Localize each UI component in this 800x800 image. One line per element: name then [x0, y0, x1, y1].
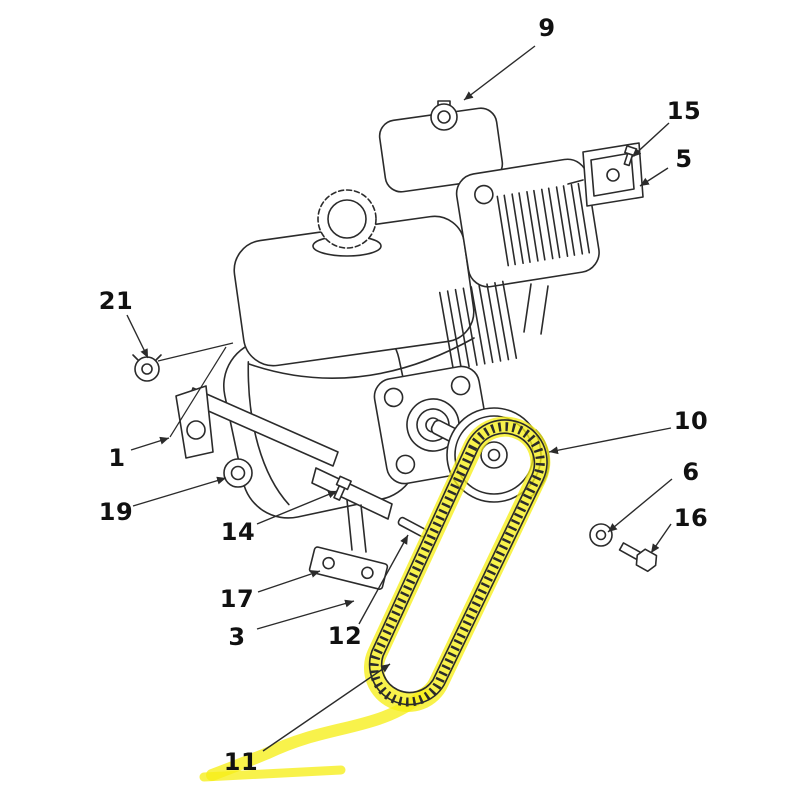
washer-19 [223, 458, 253, 488]
part-label-14: 14 [220, 518, 256, 546]
engine-assembly [132, 100, 658, 590]
part-label-3: 3 [228, 623, 246, 651]
leader-17 [257, 570, 321, 593]
part-label-10: 10 [673, 407, 709, 435]
fuel-cap [312, 189, 382, 257]
part-label-19: 19 [98, 498, 134, 526]
leader-19 [132, 476, 227, 507]
leader-21 [126, 314, 149, 359]
part-label-11: 11 [223, 748, 259, 776]
engine-frame [175, 385, 393, 553]
leader-6 [607, 478, 673, 533]
part-label-1: 1 [108, 444, 126, 472]
leader-5 [639, 167, 669, 187]
leader-12 [358, 534, 409, 625]
muffler [455, 158, 600, 288]
part-21 [132, 354, 162, 382]
leader-1 [130, 436, 170, 451]
part-label-9: 9 [538, 14, 556, 42]
upper-tank-cap [430, 100, 458, 131]
leader-lines [126, 45, 673, 752]
drive-belt [368, 419, 548, 707]
cylinder-fins [438, 280, 518, 371]
part-label-15: 15 [666, 97, 702, 125]
mount-plate-17 [308, 546, 389, 590]
leader-15 [631, 122, 670, 158]
leader-3 [256, 599, 355, 630]
part-label-16: 16 [673, 504, 709, 532]
context-lines [157, 342, 234, 438]
part-label-5: 5 [675, 145, 693, 173]
screw-16 [618, 542, 658, 573]
muffler-pipes [523, 283, 549, 335]
leader-16 [650, 523, 672, 554]
part-label-17: 17 [219, 585, 255, 613]
part-label-6: 6 [682, 458, 700, 486]
leader-10 [548, 427, 672, 455]
leader-9 [463, 45, 536, 101]
washer-6 [589, 523, 613, 547]
leader-11 [262, 663, 391, 752]
leader-14 [256, 490, 338, 525]
part-label-12: 12 [327, 622, 363, 650]
muffler-vents [496, 182, 591, 267]
part-label-21: 21 [98, 287, 134, 315]
